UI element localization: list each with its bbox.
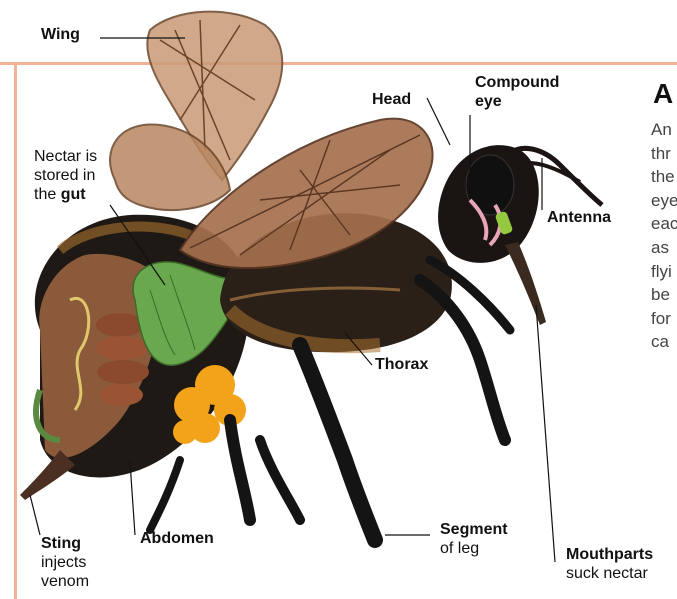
label-nectar-prefix: the xyxy=(34,186,61,203)
head-leader xyxy=(427,98,450,145)
side-line: be xyxy=(651,283,677,307)
label-abdomen: Abdomen xyxy=(140,529,214,548)
side-line: ca xyxy=(651,330,677,354)
side-line: for xyxy=(651,307,677,331)
label-compound-eye-line1: Compound xyxy=(475,73,559,92)
sting-leader xyxy=(30,495,40,535)
label-nectar-line2: stored in xyxy=(34,166,97,185)
label-nectar-gut-bold: gut xyxy=(61,186,86,203)
abdomen-leader xyxy=(130,462,135,535)
side-line: An xyxy=(651,118,677,142)
label-nectar-line3: the gut xyxy=(34,185,97,204)
label-thorax: Thorax xyxy=(375,355,428,374)
label-wing: Wing xyxy=(41,25,80,44)
side-heading: A xyxy=(653,78,673,110)
sting-shape xyxy=(20,450,75,500)
label-sting: Sting injects venom xyxy=(41,534,89,591)
label-sting-bold: Sting xyxy=(41,534,89,553)
side-line: the xyxy=(651,165,677,189)
label-sting-sub1: injects xyxy=(41,553,89,572)
side-line: eye xyxy=(651,189,677,213)
label-nectar-gut: Nectar is stored in the gut xyxy=(34,147,97,204)
side-line: as xyxy=(651,236,677,260)
side-line: flyi xyxy=(651,260,677,284)
label-compound-eye: Compound eye xyxy=(475,73,559,111)
mouthparts-shape xyxy=(505,242,546,325)
label-antenna: Antenna xyxy=(547,208,611,227)
label-segment-sub: of leg xyxy=(440,539,508,558)
label-head: Head xyxy=(372,90,411,109)
label-nectar-line1: Nectar is xyxy=(34,147,97,166)
side-line: eac xyxy=(651,212,677,236)
mouthparts-leader xyxy=(536,305,555,562)
side-line: thr xyxy=(651,142,677,166)
label-compound-eye-line2: eye xyxy=(475,92,559,111)
label-mouthparts: Mouthparts suck nectar xyxy=(566,545,653,583)
label-mouthparts-sub: suck nectar xyxy=(566,564,653,583)
label-segment: Segment of leg xyxy=(440,520,508,558)
label-mouthparts-bold: Mouthparts xyxy=(566,545,653,564)
label-segment-bold: Segment xyxy=(440,520,508,539)
label-sting-sub2: venom xyxy=(41,572,89,591)
side-paragraph: An thr the eye eac as flyi be for ca xyxy=(651,118,677,354)
